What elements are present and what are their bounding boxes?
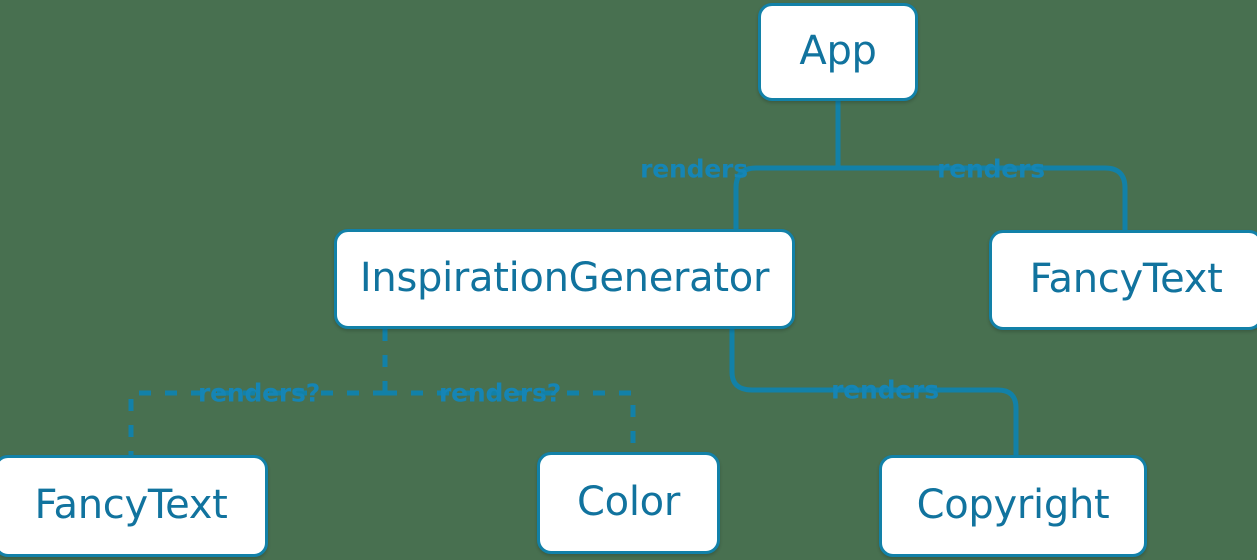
node-copyright[interactable]: Copyright xyxy=(879,455,1147,557)
node-copyright-label: Copyright xyxy=(916,482,1110,528)
node-inspirationgenerator[interactable]: InspirationGenerator xyxy=(334,229,795,329)
node-fancytext-right[interactable]: FancyText xyxy=(989,230,1257,330)
node-app-label: App xyxy=(799,28,877,74)
edge-label-app-to-fancytext: renders xyxy=(937,154,1045,184)
edge-label-inspirationgenerator-to-fancytext: renders? xyxy=(197,378,321,408)
node-color-label: Color xyxy=(577,479,680,525)
node-app[interactable]: App xyxy=(758,3,918,101)
edge-label-inspirationgenerator-to-copyright: renders xyxy=(831,375,939,405)
node-inspirationgenerator-label: InspirationGenerator xyxy=(359,255,770,301)
node-fancytext-right-label: FancyText xyxy=(1029,256,1223,302)
edge-app-to-inspirationgenerator xyxy=(733,165,838,229)
edge-label-app-to-inspirationgenerator: renders xyxy=(640,154,748,184)
node-fancytext-left-label: FancyText xyxy=(34,482,228,528)
node-fancytext-left[interactable]: FancyText xyxy=(0,455,268,557)
node-color[interactable]: Color xyxy=(537,452,720,554)
edge-label-inspirationgenerator-to-color: renders? xyxy=(438,378,562,408)
